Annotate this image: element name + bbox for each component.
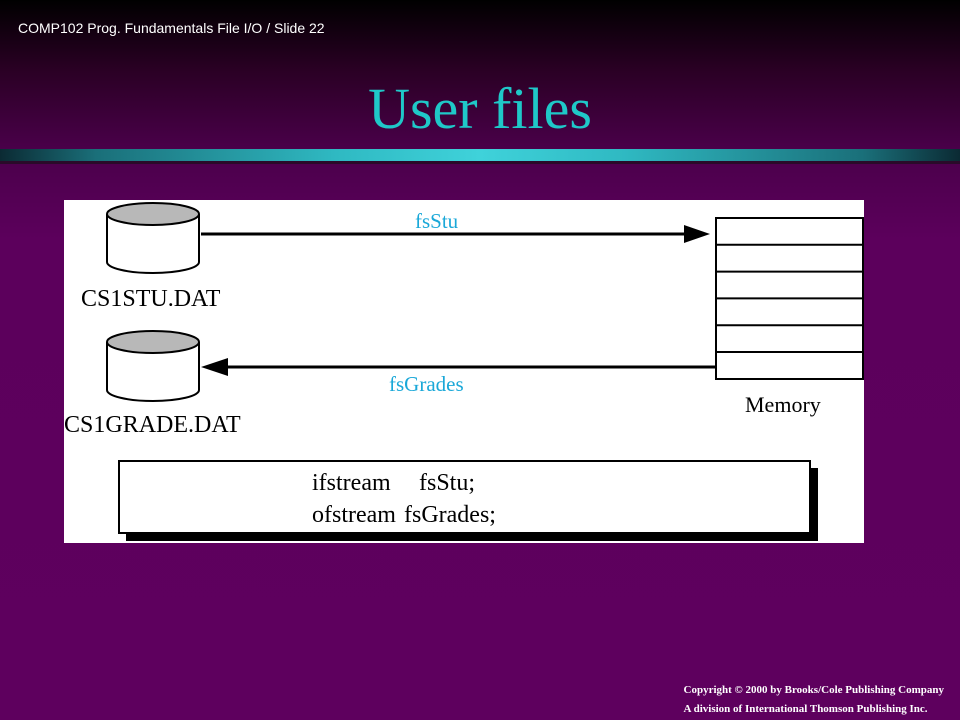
title-divider-shadow (0, 161, 960, 164)
declaration-box (118, 460, 818, 541)
output-file-label: CS1GRADE.DAT (64, 412, 241, 438)
ifstream-variable: fsStu; (419, 470, 475, 496)
ifstream-keyword: ifstream (312, 470, 391, 496)
title-divider (0, 149, 960, 161)
input-disk-icon (106, 202, 200, 274)
input-stream-label: fsStu (415, 209, 459, 233)
output-stream-label: fsGrades (389, 372, 464, 396)
output-stream-arrow (201, 358, 716, 376)
ofstream-variable: fsGrades; (404, 502, 496, 528)
ofstream-keyword: ofstream (312, 502, 396, 528)
publisher-line: A division of International Thomson Publ… (683, 703, 928, 715)
input-file-label: CS1STU.DAT (81, 286, 221, 312)
slide-title: User files (368, 76, 592, 141)
output-disk-icon (106, 330, 200, 402)
copyright-line: Copyright © 2000 by Brooks/Cole Publishi… (683, 684, 944, 696)
memory-block (715, 217, 864, 380)
slide-header: COMP102 Prog. Fundamentals File I/O / Sl… (18, 20, 325, 36)
input-stream-arrow (201, 225, 710, 243)
memory-label: Memory (745, 392, 821, 417)
copyright-notice: Copyright © 2000 by Brooks/Cole Publishi… (684, 681, 944, 719)
file-stream-diagram: CS1STU.DAT CS1GRADE.DAT fsStu fsGrades (64, 200, 864, 543)
